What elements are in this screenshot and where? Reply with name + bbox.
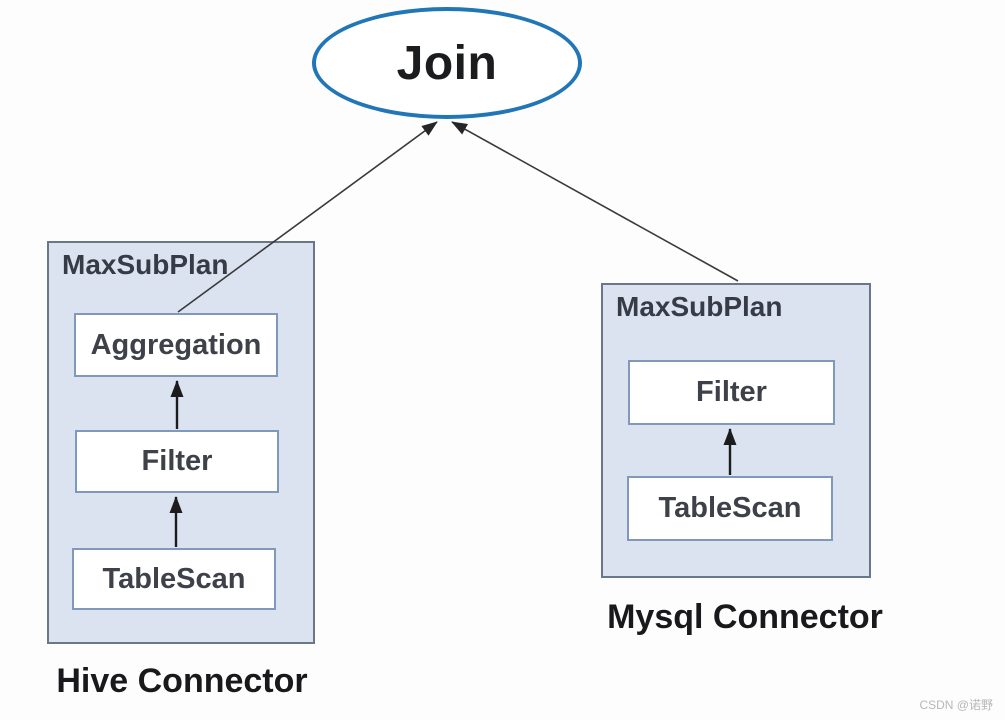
node-tablescan-mysql: TableScan <box>627 476 833 541</box>
join-node: Join <box>312 7 582 119</box>
join-label: Join <box>396 36 498 90</box>
watermark: CSDN @诺野 <box>919 698 993 712</box>
mysql-connector-caption: Mysql Connector <box>607 598 883 636</box>
node-filter-hive: Filter <box>75 430 279 493</box>
node-label: Filter <box>696 376 767 408</box>
edge-mysql-subplan-to-join <box>451 121 739 282</box>
node-label: Filter <box>141 445 213 477</box>
node-label: Aggregation <box>90 328 262 361</box>
node-aggregation-hive: Aggregation <box>74 313 278 377</box>
node-filter-mysql: Filter <box>628 360 835 425</box>
node-label: TableScan <box>658 492 802 524</box>
mysql-group-title: MaxSubPlan <box>616 291 783 322</box>
node-label: TableScan <box>102 562 246 595</box>
hive-connector-caption: Hive Connector <box>56 662 308 700</box>
node-tablescan-hive: TableScan <box>72 548 276 610</box>
hive-group-title: MaxSubPlan <box>62 249 229 280</box>
